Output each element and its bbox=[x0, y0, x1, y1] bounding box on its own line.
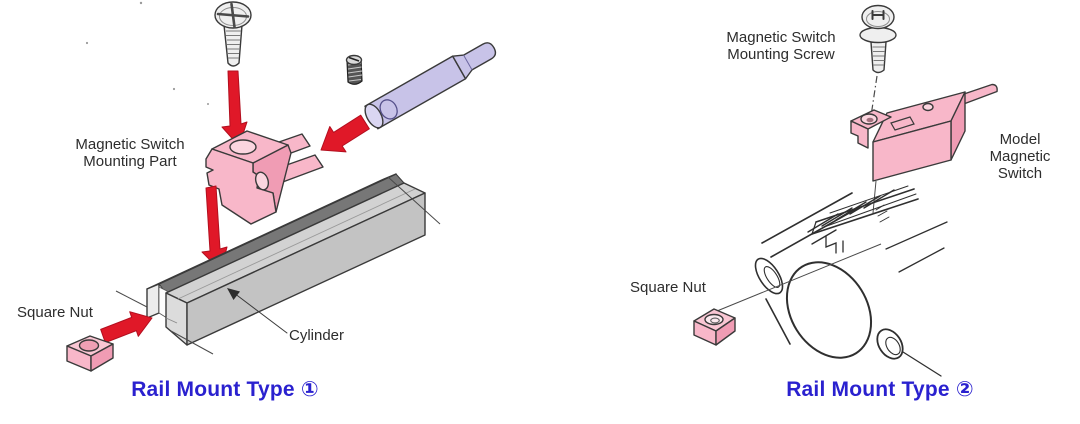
mounting-part-illustration bbox=[205, 130, 324, 225]
arrow-nut-to-rail-icon bbox=[100, 311, 153, 344]
switch-centerline bbox=[872, 180, 877, 214]
screw-recess-icon bbox=[871, 10, 885, 20]
caption-rail-mount-type-2: Rail Mount Type ② bbox=[786, 378, 974, 401]
left-diagram bbox=[66, 1, 497, 372]
rail-extension-lines bbox=[115, 176, 441, 355]
cylinder-leader-line bbox=[227, 288, 288, 334]
square-nut-illustration bbox=[66, 335, 114, 372]
label-model-magnetic-switch: Model Magnetic Switch bbox=[969, 131, 1071, 182]
label-mounting-screw: Magnetic Switch Mounting Screw bbox=[706, 29, 856, 63]
washer-screw-illustration bbox=[859, 4, 897, 74]
label-mounting-part: Magnetic Switch Mounting Part bbox=[60, 136, 200, 170]
label-model-switch-line1: Model bbox=[999, 131, 1041, 148]
magnetic-switch-illustration bbox=[850, 83, 998, 182]
arrow-rod-to-part-icon bbox=[320, 114, 370, 153]
paper-specks bbox=[85, 1, 209, 105]
phillips-cross-icon bbox=[216, 2, 250, 29]
mounting-screw-illustration bbox=[214, 1, 252, 67]
label-mounting-screw-line2: Mounting Screw bbox=[727, 46, 835, 63]
label-square-nut-right: Square Nut bbox=[630, 279, 706, 296]
square-nut-leader-line bbox=[716, 243, 882, 312]
set-screw-illustration bbox=[345, 54, 363, 85]
label-mounting-part-line1: Magnetic Switch bbox=[75, 136, 185, 153]
label-cylinder: Cylinder bbox=[289, 327, 345, 344]
caption-rail-mount-type-1: Rail Mount Type ① bbox=[131, 378, 319, 401]
label-mounting-screw-line1: Magnetic Switch bbox=[726, 29, 836, 46]
label-square-nut-left: Square Nut bbox=[17, 304, 93, 321]
label-model-switch-line3: Switch bbox=[997, 165, 1043, 182]
screw-centerline bbox=[870, 75, 878, 117]
cylinder-rod-illustration bbox=[364, 42, 497, 130]
cylinder-body-illustration bbox=[754, 185, 948, 377]
label-model-switch-line2: Magnetic bbox=[989, 148, 1051, 165]
label-mounting-part-line2: Mounting Part bbox=[83, 153, 177, 170]
square-nut-illustration-right bbox=[693, 308, 736, 346]
din-rail-illustration bbox=[115, 173, 441, 355]
right-diagram bbox=[693, 4, 998, 377]
